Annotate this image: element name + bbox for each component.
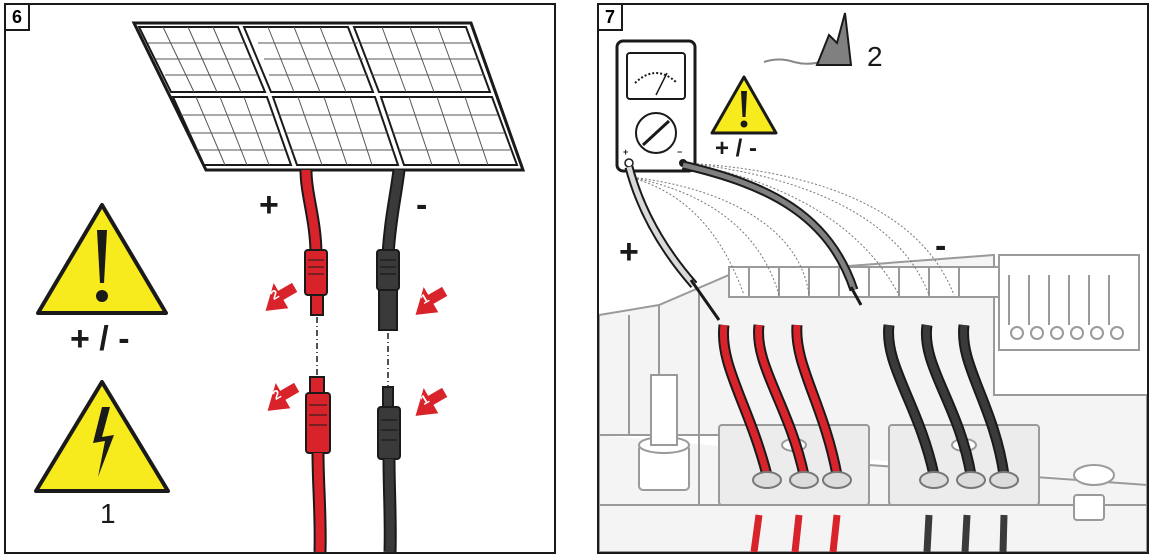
warning-icon	[36, 203, 168, 315]
step-7-panel: 7	[597, 3, 1149, 554]
positive-label: +	[619, 233, 639, 271]
hazard-reference-number: 1	[100, 498, 116, 529]
positive-dc-cables	[717, 324, 852, 552]
multimeter-icon	[615, 39, 697, 173]
warning-icon	[710, 75, 778, 135]
altitude-reference-number: 2	[867, 41, 883, 72]
step-number: 6	[6, 5, 30, 31]
arrow-icon	[263, 279, 300, 313]
positive-cable-red	[299, 169, 331, 552]
negative-label: -	[935, 227, 947, 265]
positive-label: +	[259, 186, 279, 224]
polarity-warning-label: + / -	[70, 320, 130, 358]
solar-panel-icon	[131, 21, 526, 172]
electric-hazard-icon	[34, 380, 170, 493]
polarity-warning-label: + / -	[715, 135, 758, 162]
arrow-icon	[413, 283, 450, 317]
step-number: 7	[599, 5, 623, 31]
step-7-illustration	[599, 12, 1147, 552]
altitude-mountain-icon	[763, 12, 853, 66]
arrow-icon	[413, 384, 450, 418]
negative-dc-cables	[883, 324, 1019, 552]
step-6-illustration	[34, 21, 526, 552]
inverter-housing	[599, 253, 1147, 552]
meter-minus-terminal-label: −	[677, 147, 683, 157]
meter-plus-terminal-label: +	[623, 147, 629, 157]
probe-leads	[624, 160, 863, 321]
step-6-panel: 6	[4, 3, 556, 554]
negative-cable-black	[376, 169, 406, 552]
arrow-icon	[265, 379, 302, 413]
negative-label: -	[416, 186, 428, 224]
